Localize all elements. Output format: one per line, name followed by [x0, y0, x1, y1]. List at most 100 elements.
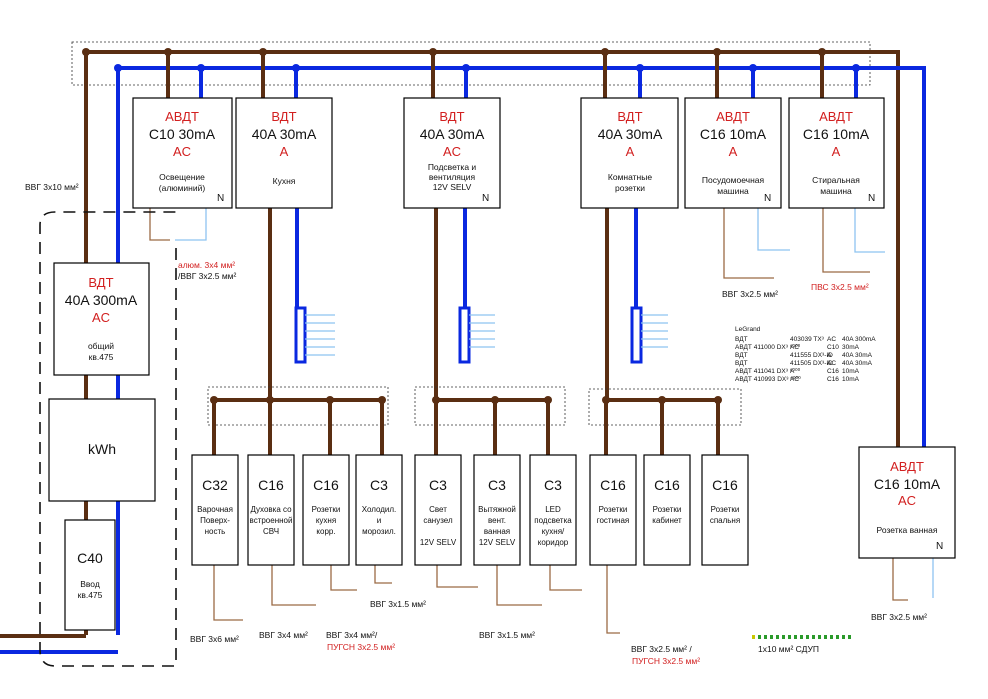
rcd-kitchen: ВДТ 40A 30mA A Кухня — [235, 97, 333, 209]
breaker-desc: кухня/ — [542, 527, 565, 536]
cable-hob: ВВГ 3х6 мм² — [190, 634, 239, 644]
rcbo-washer: АВДТ C16 10mA A Стиральная машина N — [788, 97, 885, 209]
legend-cell: AC — [827, 360, 836, 367]
legend-cell: ВДТ — [735, 352, 748, 359]
breaker-desc: кухня — [316, 516, 336, 525]
svg-text:C10 30mA: C10 30mA — [149, 126, 216, 142]
svg-text:ВДТ: ВДТ — [271, 109, 296, 124]
breaker-desc: Духовка со — [250, 505, 292, 514]
breaker-rating: C3 — [488, 477, 506, 493]
svg-text:Ввод: Ввод — [80, 579, 100, 589]
cable-oven: ВВГ 3х4 мм² — [259, 630, 308, 640]
breaker-desc: кабинет — [652, 516, 682, 525]
breaker-desc: Розетки — [653, 505, 682, 514]
rcbo-bath-socket: АВДТ C16 10mA AC Розетка ванная N — [858, 446, 956, 559]
cable-main: ВВГ 3х10 мм² — [25, 182, 79, 192]
breaker-desc: Свет — [429, 505, 447, 514]
legend-cell: A — [790, 368, 795, 375]
svg-text:Комнатные: Комнатные — [608, 172, 652, 182]
cable-alum: алюм. 3х4 мм² — [178, 260, 235, 270]
breaker-desc: Розетки — [711, 505, 740, 514]
cable-fridge: ВВГ 3х1.5 мм² — [370, 599, 426, 609]
neutral-fanout — [305, 314, 668, 356]
bus-drops — [166, 52, 858, 98]
breaker-desc: Розетки — [312, 505, 341, 514]
rcd-bathroom: ВДТ 40A 30mA AC Подсветка и вентиляция 1… — [403, 97, 501, 209]
legend-cell: АВДТ 410993 DX³ ⁶⁰⁰⁰ — [735, 375, 801, 383]
svg-text:машина: машина — [717, 186, 749, 196]
svg-text:кв.475: кв.475 — [89, 352, 114, 362]
legend-cell: AC — [790, 376, 799, 383]
svg-text:AC: AC — [173, 144, 191, 159]
cable-kitchen2: ПУГСН 3х2.5 мм² — [327, 642, 395, 652]
legend-cell: AC — [790, 344, 799, 351]
breaker-desc: морозил. — [362, 527, 396, 536]
breaker-desc: ванная — [484, 527, 510, 536]
svg-text:Кухня: Кухня — [273, 176, 296, 186]
breaker-rating: C16 — [258, 477, 284, 493]
meter-enclosure — [39, 211, 177, 667]
svg-text:Розетка ванная: Розетка ванная — [877, 525, 938, 535]
svg-text:Освещение: Освещение — [159, 172, 205, 182]
breaker-desc: подсветка — [534, 516, 572, 525]
legend-cell: C16 — [827, 368, 839, 375]
breaker-desc: СВЧ — [263, 527, 279, 536]
legend-cell: ВДТ — [735, 336, 748, 343]
breaker-desc: и — [377, 516, 381, 525]
rcbo-dishwasher: АВДТ C16 10mA A Посудомоечная машина N — [684, 97, 782, 209]
main-breaker: C40 Ввод кв.475 — [64, 519, 116, 631]
cable-rooms2: ПУГСН 3х2.5 мм² — [632, 656, 700, 666]
cable-kitchen1: ВВГ 3х4 мм²/ — [326, 630, 378, 640]
svg-text:40A 300mA: 40A 300mA — [65, 292, 138, 308]
svg-text:вентиляция: вентиляция — [429, 172, 476, 182]
svg-text:C16 10mA: C16 10mA — [874, 476, 941, 492]
breaker-desc: Поверх- — [200, 516, 230, 525]
svg-text:общий: общий — [88, 341, 114, 351]
svg-text:A: A — [280, 144, 289, 159]
breaker-desc: Холодил. — [362, 505, 397, 514]
svg-text:ВДТ: ВДТ — [88, 275, 113, 290]
breaker-desc: вент. — [488, 516, 506, 525]
breaker-desc: ность — [205, 527, 226, 536]
svg-text:N: N — [217, 193, 224, 204]
svg-text:40A 30mA: 40A 30mA — [598, 126, 663, 142]
legend-cell: 403039 TX³ — [790, 336, 825, 343]
legend-cell: 10mA — [842, 376, 860, 383]
breaker-rating: C32 — [202, 477, 228, 493]
svg-text:Подсветка и: Подсветка и — [428, 162, 477, 172]
legend-cell: C10 — [827, 344, 839, 351]
rcd-rooms: ВДТ 40A 30mA A Комнатные розетки — [580, 97, 679, 209]
svg-text:кв.475: кв.475 — [78, 590, 103, 600]
breaker-desc: Вытяжной — [478, 505, 516, 514]
breaker-desc: спальня — [710, 516, 740, 525]
breaker-desc: коридор — [538, 538, 569, 547]
svg-text:АВДТ: АВДТ — [819, 109, 853, 124]
legend-cell: 40A 300mA — [842, 336, 876, 343]
rcbo-lighting: АВДТ C10 30mA AC Освещение (алюминий) N — [132, 97, 233, 209]
cable-labels: ВВГ 3х10 мм² алюм. 3х4 мм² /ВВГ 3х2.5 мм… — [25, 182, 927, 666]
cable-bath: ВВГ 3х1.5 мм² — [479, 630, 535, 640]
svg-text:12V SELV: 12V SELV — [433, 182, 472, 192]
legend-cell: ВДТ — [735, 360, 748, 367]
breaker-rating: C3 — [429, 477, 447, 493]
svg-text:АВДТ: АВДТ — [890, 459, 924, 474]
svg-text:розетки: розетки — [615, 183, 645, 193]
svg-text:AC: AC — [443, 144, 461, 159]
svg-text:C16 10mA: C16 10mA — [803, 126, 870, 142]
breaker-rating: C16 — [313, 477, 339, 493]
svg-text:Стиральная: Стиральная — [812, 175, 860, 185]
neutral-bars — [294, 306, 643, 364]
svg-text:АВДТ: АВДТ — [165, 109, 199, 124]
legend-cell: AC — [827, 336, 836, 343]
legend-cell: 411505 DX³-ID — [790, 360, 833, 367]
svg-text:C40: C40 — [77, 550, 103, 566]
breaker-rating: C3 — [370, 477, 388, 493]
